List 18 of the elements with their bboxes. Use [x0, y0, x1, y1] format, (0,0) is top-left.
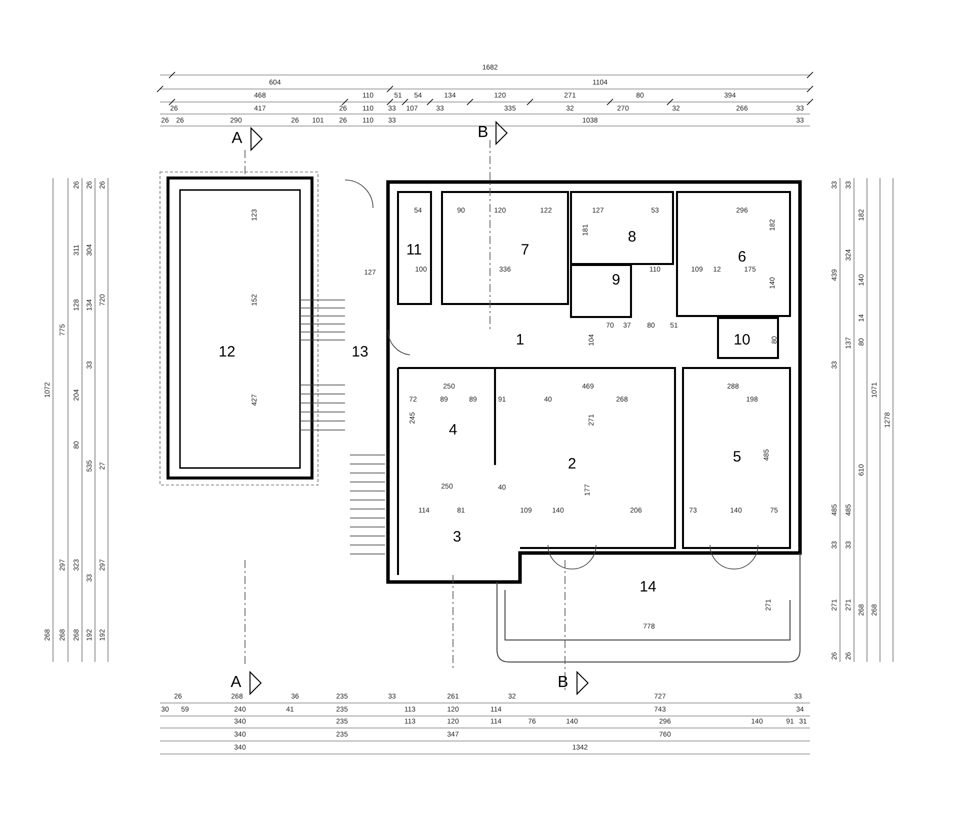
room-number: 9 [612, 272, 620, 288]
section-letter: B [478, 125, 488, 141]
section-letter: B [558, 675, 568, 691]
room-number: 13 [352, 344, 368, 360]
room-number: 2 [568, 456, 576, 472]
room-number: 5 [732, 450, 742, 464]
room-number: 1 [516, 332, 524, 348]
room-number: 3 [452, 530, 462, 544]
room-number: 11 [406, 242, 422, 258]
section-letter: A [230, 675, 242, 691]
room-number: 4 [448, 422, 458, 438]
room-number: 8 [628, 230, 636, 244]
room-number: 6 [738, 250, 746, 264]
room-number: 7 [520, 242, 530, 258]
room-number: 14 [640, 580, 656, 594]
room-number: 10 [734, 332, 750, 348]
section-letter: A [232, 131, 242, 147]
room-number: 12 [218, 344, 236, 360]
